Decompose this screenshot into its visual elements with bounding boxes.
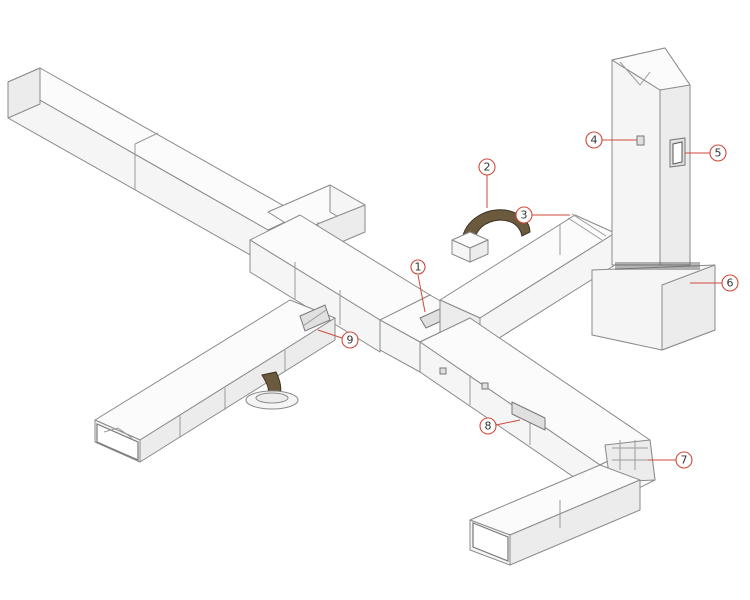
flexible-connector [451, 209, 531, 263]
branch-duct-lower-right [419, 317, 656, 566]
svg-text:4: 4 [591, 134, 598, 147]
callout-1: 1 [410, 259, 426, 313]
callout-7: 7 [648, 451, 693, 469]
round-diffuser [245, 371, 299, 410]
callout-4: 4 [585, 131, 637, 149]
flange-connection [567, 213, 607, 241]
callout-9: 9 [317, 329, 359, 349]
callout-6: 6 [690, 274, 739, 292]
riser-shaft [591, 47, 716, 351]
svg-text:1: 1 [415, 261, 422, 274]
svg-text:3: 3 [521, 209, 528, 222]
svg-text:9: 9 [347, 334, 354, 347]
svg-text:7: 7 [681, 454, 688, 467]
volume-damper [299, 304, 331, 332]
callout-8: 8 [479, 417, 521, 435]
svg-text:2: 2 [484, 161, 491, 174]
branch-duct-lower-left [94, 299, 336, 463]
callout-2: 2 [478, 158, 496, 208]
trunk-duct-left [7, 67, 301, 266]
svg-text:5: 5 [715, 147, 722, 160]
callout-5: 5 [685, 144, 727, 162]
callout-3: 3 [515, 206, 570, 224]
svg-text:6: 6 [727, 277, 734, 290]
svg-text:8: 8 [485, 420, 492, 433]
